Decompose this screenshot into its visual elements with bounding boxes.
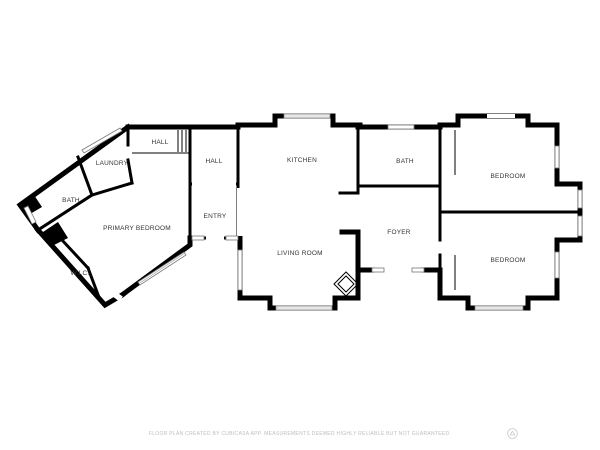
- room-label-hall-center: HALL: [205, 158, 222, 165]
- floor-plan-disclaimer: FLOOR PLAN CREATED BY CUBICASA APP. MEAS…: [148, 431, 452, 437]
- room-label-wic: W.I.C.: [71, 270, 90, 277]
- right-block-walls: [355, 113, 583, 311]
- room-labels: LAUNDRY HALL HALL BATH PRIMARY BEDROOM W…: [62, 139, 525, 277]
- right-block-windows: [371, 114, 583, 311]
- room-label-foyer: FOYER: [387, 229, 410, 236]
- central-windows: [191, 113, 333, 311]
- central-walls: [188, 113, 443, 311]
- room-label-entry: ENTRY: [204, 213, 227, 220]
- room-label-kitchen: KITCHEN: [287, 157, 317, 164]
- room-label-bedroom-top: BEDROOM: [491, 173, 526, 180]
- room-label-bath-left: BATH: [62, 197, 80, 204]
- cubicasa-logo-icon: [507, 428, 518, 439]
- room-label-hall-left: HALL: [151, 139, 168, 146]
- room-label-living-room: LIVING ROOM: [277, 250, 323, 257]
- room-label-primary-bedroom: PRIMARY BEDROOM: [103, 225, 171, 232]
- room-label-bath-top: BATH: [396, 158, 414, 165]
- room-label-laundry: LAUNDRY: [96, 160, 129, 167]
- room-label-bedroom-bottom: BEDROOM: [491, 257, 526, 264]
- primary-suite-windows: [23, 127, 187, 302]
